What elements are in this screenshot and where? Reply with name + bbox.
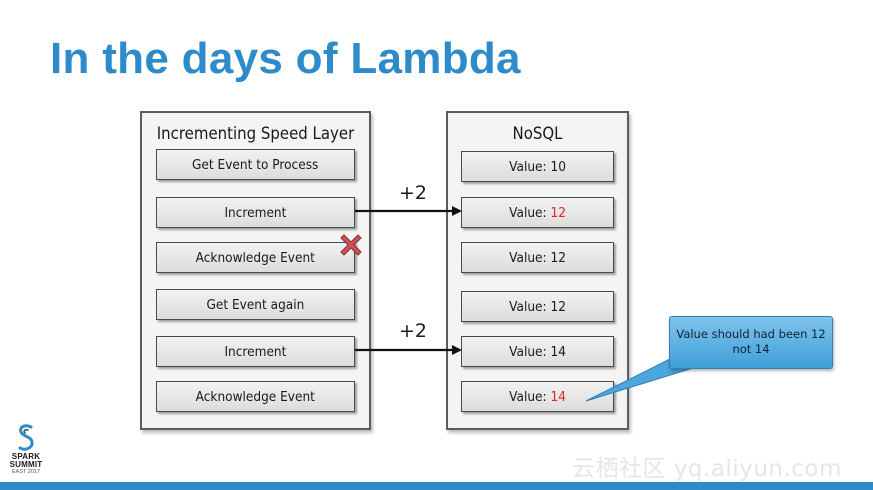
step-increment: Increment [156,197,355,228]
nosql-value-row: Value: 14 [461,381,614,412]
nosql-value-row: Value: 14 [461,336,614,367]
nosql-value-row: Value: 12 [461,197,614,228]
bottom-bar [0,482,873,490]
callout-line2: not 14 [732,342,770,356]
speed-layer-panel: Incrementing Speed Layer Get Event to Pr… [140,111,371,430]
step-get-event-again: Get Event again [156,289,355,320]
logo-text-spark: SPARK [11,452,41,461]
logo-text-event: EAST 2017 [11,469,41,475]
nosql-value-row: Value: 10 [461,151,614,182]
callout-line1: Value should had been 12 [676,327,826,341]
value-number: 12 [550,249,566,266]
error-callout: Value should had been 12 not 14 [669,316,833,369]
spark-logo-icon [18,424,34,451]
step-get-event: Get Event to Process [156,149,355,180]
speed-layer-title: Incrementing Speed Layer [156,124,355,144]
step-acknowledge-event: Acknowledge Event [156,242,355,273]
step-acknowledge-event-2: Acknowledge Event [156,381,355,412]
value-number: 12 [550,298,566,315]
value-number-highlight: 14 [550,388,566,405]
value-number: 14 [550,343,566,360]
nosql-title: NoSQL [512,124,563,144]
step-increment-2: Increment [156,336,355,367]
nosql-panel: NoSQL Value: 10 Value: 12 Value: 12 Valu… [446,111,629,430]
red-x-icon [340,234,362,256]
value-number: 10 [550,158,566,175]
spark-summit-logo: SPARK SUMMIT EAST 2017 [6,423,46,476]
slide-title: In the days of Lambda [50,34,521,83]
increment-label: +2 [399,320,428,342]
logo-text-summit: SUMMIT [9,460,43,469]
watermark: 云栖社区 yq.aliyun.com [572,456,842,482]
nosql-value-row: Value: 12 [461,291,614,322]
nosql-value-row: Value: 12 [461,242,614,273]
value-number-highlight: 12 [550,204,566,221]
increment-label: +2 [399,182,428,204]
